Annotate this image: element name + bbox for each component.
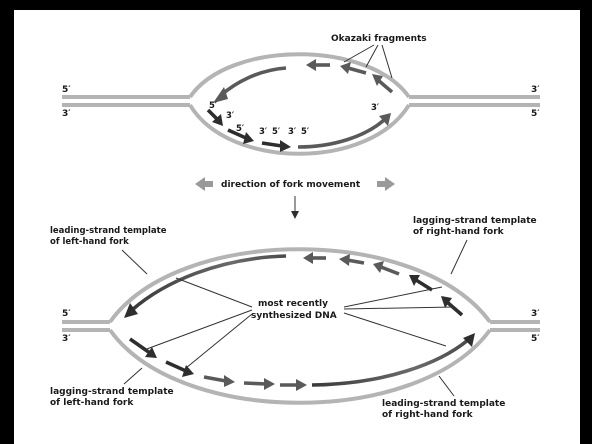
lagging-right-template-line-1: lagging-strand template bbox=[413, 216, 537, 226]
bottom-okazaki-arrowhead-4 bbox=[409, 275, 420, 286]
bottom-lower-fragment-4 bbox=[243, 381, 267, 386]
top-lower-leading-strand bbox=[297, 118, 386, 149]
top-right-bottom-end-label: 5′ bbox=[531, 109, 540, 119]
fork-movement-indicator: direction of fork movement bbox=[195, 177, 395, 219]
bottom-left-bottom-end-label: 3′ bbox=[62, 334, 71, 344]
top-lower-fragment-3 bbox=[261, 141, 283, 148]
top-lower-arrowhead-2 bbox=[243, 132, 254, 144]
bottom-okazaki-arrowhead-3 bbox=[373, 261, 384, 273]
bottom-lower-arrowhead-5 bbox=[296, 379, 307, 391]
replication-fork-diagram: 5′ 3′ 3′ 5′ 5′ 3′ 5′ 3′ 5′ 3′ 5′ 3′ Okaz… bbox=[50, 34, 540, 420]
diagram-panel: 5′ 3′ 3′ 5′ 5′ 3′ 5′ 3′ 5′ 3′ 5′ 3′ Okaz… bbox=[14, 10, 580, 444]
most-recent-dna-label: most recently synthesized DNA bbox=[251, 299, 337, 321]
okazaki-fragments-label: Okazaki fragments bbox=[331, 34, 427, 44]
bottom-lower-fragment-1 bbox=[128, 337, 152, 355]
most-recent-pointer-left-2 bbox=[143, 309, 253, 351]
most-recent-pointer-right-1 bbox=[343, 286, 443, 308]
top-inner-end-label-4: 3′ bbox=[259, 127, 268, 137]
top-okazaki-arrowhead-2 bbox=[340, 62, 351, 74]
leading-left-pointer bbox=[121, 249, 148, 275]
bottom-lower-fragment-2 bbox=[165, 360, 187, 373]
bottom-lower-fragment-3 bbox=[203, 375, 227, 383]
top-inner-end-label-2: 3′ bbox=[226, 111, 235, 121]
top-lower-fragment-2 bbox=[227, 128, 247, 140]
bottom-right-top-end-label: 3′ bbox=[531, 309, 540, 319]
top-left-top-end-label: 5′ bbox=[62, 85, 71, 95]
leading-right-template-label: leading-strand template of right-hand fo… bbox=[382, 399, 508, 420]
leading-left-template-line-1: leading-strand template bbox=[50, 226, 167, 236]
top-inner-end-label-8: 3′ bbox=[371, 103, 380, 113]
bottom-okazaki-arrowhead-2 bbox=[339, 254, 350, 266]
top-okazaki-fragment-3 bbox=[376, 78, 394, 94]
down-arrow-head bbox=[291, 211, 299, 219]
most-recent-line-1: most recently bbox=[258, 299, 328, 309]
right-direction-arrow bbox=[377, 177, 395, 191]
lagging-left-template-line-2: of left-hand fork bbox=[50, 398, 134, 408]
bottom-lower-arrowhead-2 bbox=[182, 365, 194, 377]
leading-right-pointer bbox=[438, 375, 455, 397]
lagging-left-template-label: lagging-strand template of left-hand for… bbox=[50, 387, 177, 408]
bottom-lower-leading-arrowhead bbox=[463, 333, 475, 347]
bottom-okazaki-fragment-4 bbox=[415, 278, 433, 292]
bottom-okazaki-arrowhead-1 bbox=[303, 252, 313, 264]
most-recent-pointer-left-1 bbox=[175, 277, 253, 308]
top-inner-end-label-1: 5′ bbox=[209, 101, 218, 111]
lagging-right-pointer bbox=[450, 239, 468, 275]
top-bubble-lower-strand bbox=[188, 103, 411, 156]
bottom-bubble-upper-strand bbox=[108, 247, 492, 324]
bottom-okazaki-arrowhead-5 bbox=[441, 296, 452, 308]
okazaki-pointer-3 bbox=[381, 44, 393, 79]
most-recent-pointer-left-3 bbox=[185, 313, 253, 369]
top-upper-leading-strand bbox=[218, 66, 287, 98]
lagging-left-pointer bbox=[123, 367, 143, 385]
lagging-left-template-line-1: lagging-strand template bbox=[50, 387, 174, 397]
okazaki-pointer-1 bbox=[343, 44, 375, 63]
leading-right-template-line-2: of right-hand fork bbox=[382, 410, 474, 420]
bottom-bubble-lower-strand bbox=[108, 328, 492, 405]
most-recent-pointer-right-2 bbox=[343, 306, 455, 310]
top-okazaki-arrowhead-3 bbox=[372, 74, 383, 86]
leading-right-template-line-1: leading-strand template bbox=[382, 399, 505, 409]
bottom-lower-arrowhead-4 bbox=[264, 378, 275, 390]
bottom-okazaki-fragment-2 bbox=[346, 258, 365, 265]
lagging-right-template-line-2: of right-hand fork bbox=[413, 227, 505, 237]
lagging-right-template-label: lagging-strand template of right-hand fo… bbox=[413, 216, 540, 237]
top-okazaki-fragment-2 bbox=[347, 66, 367, 75]
top-inner-end-label-7: 5′ bbox=[301, 127, 310, 137]
bottom-lower-leading-strand bbox=[311, 338, 470, 387]
okazaki-pointer-2 bbox=[365, 44, 379, 68]
top-inner-end-label-6: 3′ bbox=[288, 127, 297, 137]
top-lower-arrowhead-3 bbox=[280, 140, 291, 152]
bottom-upper-leading-arrowhead bbox=[124, 303, 138, 318]
bottom-okazaki-fragment-3 bbox=[380, 265, 400, 276]
bottom-right-bottom-end-label: 5′ bbox=[531, 334, 540, 344]
top-okazaki-arrowhead-1 bbox=[306, 59, 316, 71]
bottom-okazaki-fragment-5 bbox=[445, 300, 464, 317]
leading-left-template-line-2: of left-hand fork bbox=[50, 237, 129, 247]
top-right-top-end-label: 3′ bbox=[531, 85, 540, 95]
top-inner-end-label-5: 5′ bbox=[272, 127, 281, 137]
bottom-left-top-end-label: 5′ bbox=[62, 309, 71, 319]
top-replication-bubble: 5′ 3′ 3′ 5′ 5′ 3′ 5′ 3′ 5′ 3′ 5′ 3′ Okaz… bbox=[62, 34, 540, 156]
left-direction-arrow bbox=[195, 177, 213, 191]
bottom-replication-bubble: 5′ 3′ 3′ 5′ leading-strand template of l… bbox=[50, 216, 540, 420]
top-upper-leading-arrowhead bbox=[213, 87, 228, 103]
leading-left-template-label: leading-strand template of left-hand for… bbox=[50, 226, 169, 247]
top-lower-leading-arrowhead bbox=[379, 113, 391, 126]
bottom-lower-arrowhead-1 bbox=[145, 347, 157, 358]
top-lower-arrowhead-1 bbox=[212, 114, 223, 126]
most-recent-line-2: synthesized DNA bbox=[251, 311, 337, 321]
top-inner-end-label-3: 5′ bbox=[236, 124, 245, 134]
bottom-upper-leading-strand bbox=[130, 254, 287, 312]
top-bubble-upper-strand bbox=[188, 52, 411, 99]
bottom-lower-arrowhead-3 bbox=[224, 375, 235, 387]
most-recent-pointer-right-3 bbox=[343, 312, 447, 347]
top-left-bottom-end-label: 3′ bbox=[62, 109, 71, 119]
direction-label: direction of fork movement bbox=[221, 180, 361, 190]
